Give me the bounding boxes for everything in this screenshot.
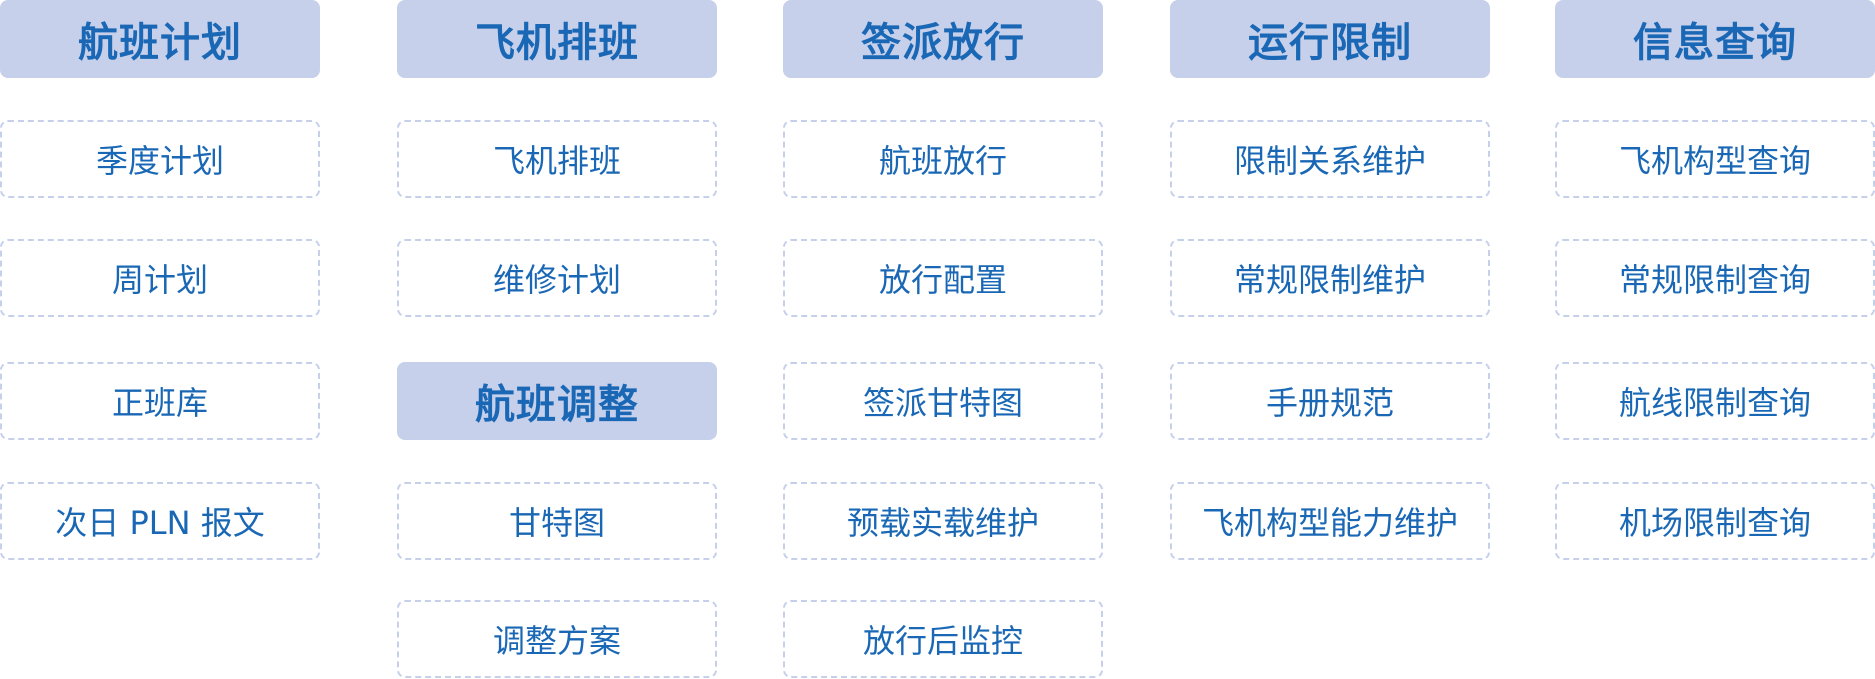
menu-item-button[interactable]: 常规限制维护 <box>1170 239 1490 317</box>
menu-item-button[interactable]: 飞机构型查询 <box>1555 120 1875 198</box>
menu-item-button[interactable]: 常规限制查询 <box>1555 239 1875 317</box>
menu-item-button[interactable]: 放行配置 <box>783 239 1103 317</box>
menu-item-button[interactable]: 限制关系维护 <box>1170 120 1490 198</box>
menu-item-button[interactable]: 飞机排班 <box>397 120 717 198</box>
menu-item-button[interactable]: 正班库 <box>0 362 320 440</box>
menu-item-button[interactable]: 机场限制查询 <box>1555 482 1875 560</box>
section-header: 运行限制 <box>1170 0 1490 78</box>
menu-item-button[interactable]: 手册规范 <box>1170 362 1490 440</box>
section-header: 签派放行 <box>783 0 1103 78</box>
menu-item-button[interactable]: 预载实载维护 <box>783 482 1103 560</box>
menu-item-button[interactable]: 调整方案 <box>397 600 717 678</box>
menu-item-button[interactable]: 次日 PLN 报文 <box>0 482 320 560</box>
menu-item-button[interactable]: 维修计划 <box>397 239 717 317</box>
section-header: 航班计划 <box>0 0 320 78</box>
menu-item-button[interactable]: 周计划 <box>0 239 320 317</box>
menu-item-button[interactable]: 飞机构型能力维护 <box>1170 482 1490 560</box>
section-header: 飞机排班 <box>397 0 717 78</box>
section-header: 信息查询 <box>1555 0 1875 78</box>
menu-item-button[interactable]: 季度计划 <box>0 120 320 198</box>
menu-item-button[interactable]: 甘特图 <box>397 482 717 560</box>
menu-item-button[interactable]: 签派甘特图 <box>783 362 1103 440</box>
menu-item-button[interactable]: 航班放行 <box>783 120 1103 198</box>
menu-item-button[interactable]: 放行后监控 <box>783 600 1103 678</box>
section-header: 航班调整 <box>397 362 717 440</box>
menu-item-button[interactable]: 航线限制查询 <box>1555 362 1875 440</box>
